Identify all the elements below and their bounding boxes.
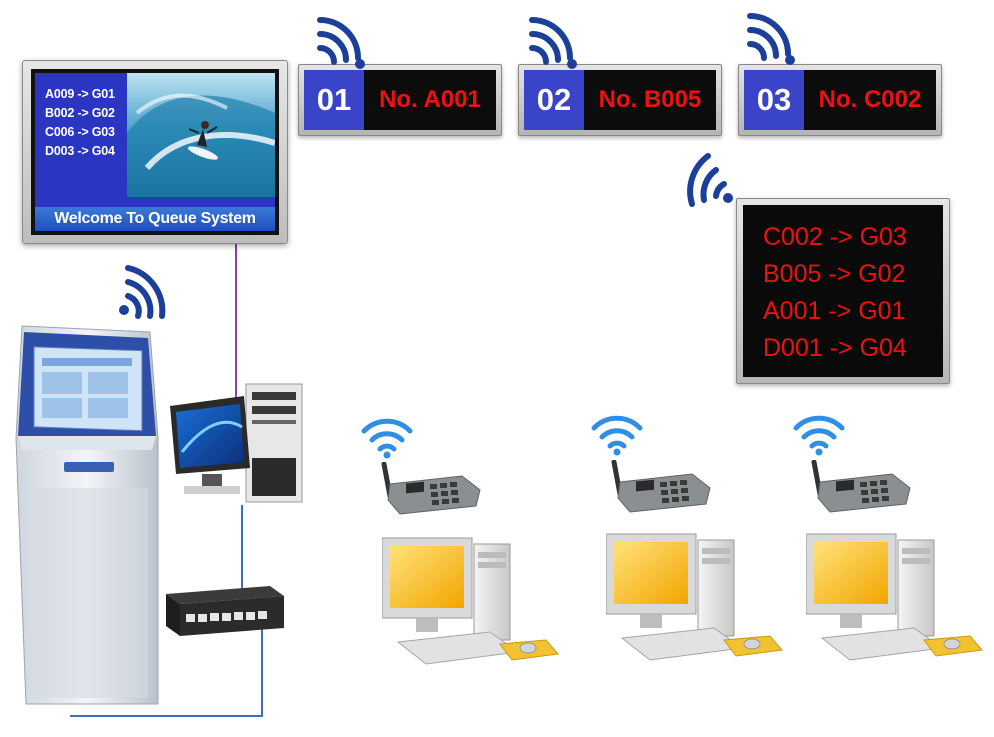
wifi-signal-icon (684, 148, 746, 210)
queue-row: B002 -> G02 (45, 106, 115, 120)
switch-kiosk-cable (70, 625, 263, 717)
welcome-banner: Welcome To Queue System (35, 207, 275, 231)
wifi-signal-icon (590, 412, 644, 456)
board-line: B005 -> G02 (763, 260, 906, 288)
server-computer (170, 383, 303, 503)
counter-display-01: 01 No. A001 (298, 64, 502, 136)
counter-ticket: No. A001 (379, 86, 481, 113)
main-display-screen: A009 -> G01 B002 -> G02 C006 -> G03 D003… (22, 60, 288, 244)
board-line: C002 -> G03 (763, 223, 907, 251)
counter-ticket: No. C002 (818, 86, 922, 113)
queue-row: D003 -> G04 (45, 144, 115, 158)
queue-row: C006 -> G03 (45, 125, 115, 139)
counter-display-03: 03 No. C002 (738, 64, 942, 136)
counter-number: 03 (744, 70, 804, 130)
wifi-signal-icon (518, 12, 580, 72)
wifi-signal-icon (112, 260, 170, 324)
queue-row: A009 -> G01 (45, 87, 115, 101)
counter-computer (382, 537, 559, 665)
caller-keypad (811, 460, 911, 513)
counter-number: 01 (304, 70, 364, 130)
caller-keypad (381, 462, 481, 515)
counter-display-02: 02 No. B005 (518, 64, 722, 136)
waiting-area-board: C002 -> G03 B005 -> G02 A001 -> G01 D001… (736, 198, 950, 384)
wifi-signal-icon (360, 415, 414, 459)
main-queue-list: A009 -> G01 B002 -> G02 C006 -> G03 D003… (45, 85, 125, 161)
board-line: D001 -> G04 (763, 334, 907, 362)
board-line: A001 -> G01 (763, 297, 906, 325)
network-switch (166, 586, 284, 636)
wifi-signal-icon (736, 8, 798, 68)
ticket-kiosk (15, 325, 159, 705)
wifi-signal-icon (792, 412, 846, 456)
counter-computer (606, 533, 783, 661)
wifi-signal-icon (306, 12, 368, 72)
surfer-photo (127, 73, 275, 197)
caller-keypad (611, 460, 711, 513)
counter-number: 02 (524, 70, 584, 130)
counter-computer (806, 533, 983, 661)
counter-ticket: No. B005 (598, 86, 702, 113)
